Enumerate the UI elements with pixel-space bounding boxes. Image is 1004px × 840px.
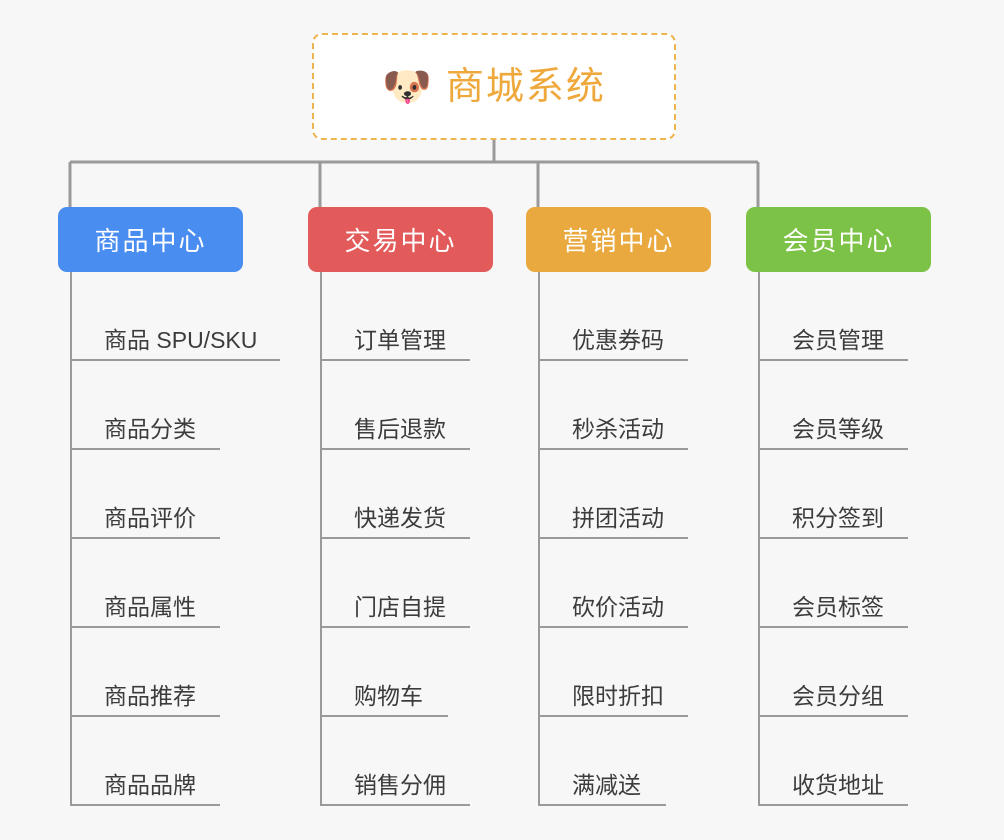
leaf-item[interactable]: 商品属性 xyxy=(70,539,230,628)
leaf-underline xyxy=(70,715,220,717)
leaf-item[interactable]: 限时折扣 xyxy=(538,628,698,717)
root-title: 商城系统 xyxy=(445,65,606,108)
leaf-underline xyxy=(70,448,220,450)
leaf-label: 积分签到 xyxy=(792,504,884,531)
leaf-item[interactable]: 门店自提 xyxy=(320,539,480,628)
leaf-item[interactable]: 满减送 xyxy=(538,717,676,806)
leaf-item[interactable]: 收货地址 xyxy=(758,717,918,806)
leaf-item[interactable]: 商品 SPU/SKU xyxy=(70,272,290,361)
leaf-underline xyxy=(758,804,908,806)
leaf-item[interactable]: 会员等级 xyxy=(758,361,918,450)
leaf-underline xyxy=(70,537,220,539)
leaf-item[interactable]: 积分签到 xyxy=(758,450,918,539)
leaf-underline xyxy=(70,804,220,806)
leaf-label: 会员管理 xyxy=(792,326,884,353)
leaf-label: 售后退款 xyxy=(354,415,446,442)
leaf-trunk-line xyxy=(320,272,322,806)
leaf-item[interactable]: 会员管理 xyxy=(758,272,918,361)
leaf-underline xyxy=(320,448,470,450)
leaf-label: 商品分类 xyxy=(104,415,196,442)
leaf-underline xyxy=(320,626,470,628)
leaf-underline xyxy=(70,359,280,361)
leaf-item[interactable]: 订单管理 xyxy=(320,272,480,361)
leaf-underline xyxy=(320,359,470,361)
leaf-underline xyxy=(758,359,908,361)
leaf-trunk-line xyxy=(70,272,72,806)
leaf-underline xyxy=(758,537,908,539)
leaf-label: 限时折扣 xyxy=(572,682,664,709)
leaf-label: 拼团活动 xyxy=(572,504,664,531)
leaf-item[interactable]: 商品品牌 xyxy=(70,717,230,806)
leaf-trunk-line xyxy=(758,272,760,806)
leaf-underline xyxy=(758,626,908,628)
leaf-underline xyxy=(538,626,688,628)
leaf-label: 门店自提 xyxy=(354,593,446,620)
branch-header-member-center[interactable]: 会员中心 xyxy=(746,207,931,272)
root-node[interactable]: 🐶 商城系统 xyxy=(312,33,676,140)
leaf-item[interactable]: 售后退款 xyxy=(320,361,480,450)
leaf-underline xyxy=(70,626,220,628)
leaf-label: 会员分组 xyxy=(792,682,884,709)
leaf-item[interactable]: 商品评价 xyxy=(70,450,230,539)
leaf-underline xyxy=(538,804,666,806)
dog-face-icon: 🐶 xyxy=(382,64,432,109)
branch-header-product-center[interactable]: 商品中心 xyxy=(58,207,243,272)
leaf-underline xyxy=(320,715,448,717)
leaf-label: 商品属性 xyxy=(104,593,196,620)
leaf-underline xyxy=(758,715,908,717)
leaf-label: 会员等级 xyxy=(792,415,884,442)
leaf-label: 砍价活动 xyxy=(572,593,664,620)
leaf-label: 商品 SPU/SKU xyxy=(104,326,258,353)
leaf-trunk-line xyxy=(538,272,540,806)
leaf-item[interactable]: 商品推荐 xyxy=(70,628,230,717)
leaf-underline xyxy=(538,359,688,361)
leaf-underline xyxy=(320,804,470,806)
leaf-label: 商品推荐 xyxy=(104,682,196,709)
leaf-label: 会员标签 xyxy=(792,593,884,620)
leaf-label: 快递发货 xyxy=(354,504,446,531)
leaf-underline xyxy=(538,537,688,539)
leaf-item[interactable]: 销售分佣 xyxy=(320,717,480,806)
leaf-label: 订单管理 xyxy=(354,326,446,353)
leaf-item[interactable]: 秒杀活动 xyxy=(538,361,698,450)
leaf-label: 商品品牌 xyxy=(104,771,196,798)
leaf-label: 优惠券码 xyxy=(572,326,664,353)
leaf-underline xyxy=(538,715,688,717)
leaf-label: 购物车 xyxy=(354,682,423,709)
branch-header-trade-center[interactable]: 交易中心 xyxy=(308,207,493,272)
leaf-item[interactable]: 快递发货 xyxy=(320,450,480,539)
leaf-item[interactable]: 会员标签 xyxy=(758,539,918,628)
branch-header-marketing-center[interactable]: 营销中心 xyxy=(526,207,711,272)
leaf-item[interactable]: 会员分组 xyxy=(758,628,918,717)
leaf-underline xyxy=(758,448,908,450)
leaf-underline xyxy=(320,537,470,539)
leaf-label: 收货地址 xyxy=(792,771,884,798)
leaf-label: 秒杀活动 xyxy=(572,415,664,442)
leaf-item[interactable]: 商品分类 xyxy=(70,361,230,450)
leaf-item[interactable]: 优惠券码 xyxy=(538,272,698,361)
leaf-item[interactable]: 购物车 xyxy=(320,628,458,717)
leaf-item[interactable]: 拼团活动 xyxy=(538,450,698,539)
leaf-item[interactable]: 砍价活动 xyxy=(538,539,698,628)
leaf-underline xyxy=(538,448,688,450)
leaf-label: 销售分佣 xyxy=(354,771,446,798)
leaf-label: 商品评价 xyxy=(104,504,196,531)
leaf-label: 满减送 xyxy=(572,771,641,798)
